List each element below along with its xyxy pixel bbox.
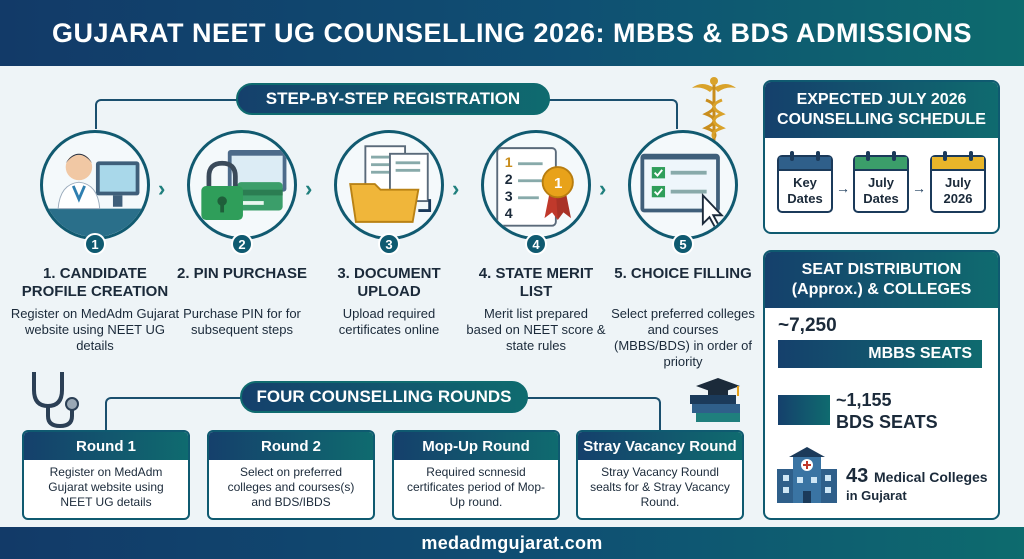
step-1-illustration — [40, 130, 150, 240]
step-3-title: 3. DOCUMENT UPLOAD — [337, 265, 441, 300]
round-desc: Required scnnesid certificates period of… — [406, 465, 546, 509]
step-4-number: 4 — [525, 233, 547, 255]
step-arrow-icon: › — [158, 176, 166, 201]
round-desc: Select on preferred colleges and courses… — [227, 465, 355, 509]
round-card-1: Round 1 Register on MedAdm Gujarat websi… — [22, 430, 190, 520]
round-name: Round 2 — [209, 432, 373, 460]
stethoscope-icon — [32, 372, 79, 429]
registration-title: STEP-BY-STEP REGISTRATION — [265, 89, 521, 108]
round-name: Round 1 — [24, 432, 188, 460]
step-3-number: 3 — [378, 233, 400, 255]
calendar-label: July Dates — [863, 175, 899, 206]
calendar-july-dates: July Dates — [853, 151, 909, 213]
calendar-label: Key Dates — [787, 175, 823, 206]
books-graduation-cap-icon — [690, 378, 740, 422]
round-card-2: Round 2 Select on preferred colleges and… — [207, 430, 375, 520]
step-arrow-icon: › — [452, 176, 460, 201]
colleges-sub: in Gujarat — [846, 488, 907, 503]
header-banner: GUJARAT NEET UG COUNSELLING 2026: MBBS &… — [0, 0, 1024, 66]
step-4-title: 4. STATE MERIT LIST — [478, 265, 594, 300]
schedule-title: EXPECTED JULY 2026 COUNSELLING SCHEDULE — [765, 82, 998, 138]
footer-banner: medadmgujarat.com — [0, 527, 1024, 559]
step-2-illustration — [187, 130, 297, 240]
step-4-illustration: 1 2 3 4 1 — [481, 130, 591, 240]
step-3-illustration — [334, 130, 444, 240]
round-name: Stray Vacancy Round — [578, 432, 742, 460]
rounds-title: FOUR COUNSELLING ROUNDS — [256, 387, 512, 406]
checklist-screen-icon — [640, 153, 724, 229]
step-1-number: 1 — [84, 233, 106, 255]
website-link[interactable]: medadmgujarat.com — [421, 532, 603, 553]
rounds-title-pill: FOUR COUNSELLING ROUNDS — [240, 381, 528, 413]
colleges-count: 43 — [846, 465, 869, 487]
merit-list-medal-icon: 1 2 3 4 1 — [496, 147, 574, 227]
hospital-building-icon — [777, 447, 837, 503]
step-3-desc: Upload required certificates online — [338, 306, 440, 337]
step-1-desc: Register on MedAdm Gujarat website using… — [10, 306, 180, 353]
round-name: Mop-Up Round — [394, 432, 558, 460]
step-2-title: 2. PIN PURCHASE — [176, 265, 308, 282]
medal-label: 1 — [554, 175, 562, 192]
mbbs-seats-bar: MBBS SEATS — [778, 340, 982, 368]
calendar-key-dates: Key Dates — [777, 151, 833, 213]
merit-rank-4: 4 — [505, 206, 513, 222]
doctor-computer-icon — [43, 153, 147, 237]
colleges-label: Medical Colleges — [874, 469, 988, 485]
registration-title-pill: STEP-BY-STEP REGISTRATION — [236, 83, 550, 115]
step-5-title: 5. CHOICE FILLING — [614, 265, 752, 282]
caduceus-icon — [692, 77, 736, 142]
seats-title: SEAT DISTRIBUTION (Approx.) & COLLEGES — [765, 252, 998, 308]
page-title: GUJARAT NEET UG COUNSELLING 2026: MBBS &… — [51, 17, 973, 48]
round-desc: Register on MedAdm Gujarat website using… — [48, 465, 164, 509]
step-4-desc: Merit list prepared based on NEET score … — [466, 306, 606, 353]
round-card-mop-up: Mop-Up Round Required scnnesid certifica… — [392, 430, 560, 520]
document-folder-icon — [349, 145, 432, 223]
step-arrow-icon: › — [305, 176, 313, 201]
step-2-number: 2 — [231, 233, 253, 255]
step-arrow-icon: › — [599, 176, 607, 201]
bds-seats-label: BDS SEATS — [836, 412, 938, 432]
merit-rank-3: 3 — [505, 189, 513, 205]
step-1-title: 1. CANDIDATE PROFILE CREATION — [21, 265, 169, 300]
step-2-desc: Purchase PIN for for subsequent steps — [183, 306, 301, 337]
round-desc: Stray Vacancy Roundl sealts for & Stray … — [590, 465, 730, 509]
arrow-right-icon: → — [836, 180, 850, 196]
round-card-stray-vacancy: Stray Vacancy Round Stray Vacancy Roundl… — [576, 430, 744, 520]
mbbs-seat-count: ~7,250 — [778, 315, 837, 336]
merit-rank-2: 2 — [505, 172, 513, 188]
step-5-number: 5 — [672, 233, 694, 255]
arrow-right-icon: → — [912, 180, 926, 196]
calendar-july-2026: July 2026 — [930, 151, 986, 213]
step-5-desc: Select preferred colleges and courses (M… — [611, 306, 755, 369]
step-5-illustration — [628, 130, 738, 240]
lock-card-icon — [201, 150, 287, 220]
bds-seats-bar — [778, 395, 830, 425]
bds-seat-count: ~1,155 — [836, 390, 892, 410]
calendar-label: July 2026 — [943, 175, 973, 206]
merit-rank-1: 1 — [505, 155, 513, 171]
mbbs-seats-label: MBBS SEATS — [868, 345, 972, 362]
